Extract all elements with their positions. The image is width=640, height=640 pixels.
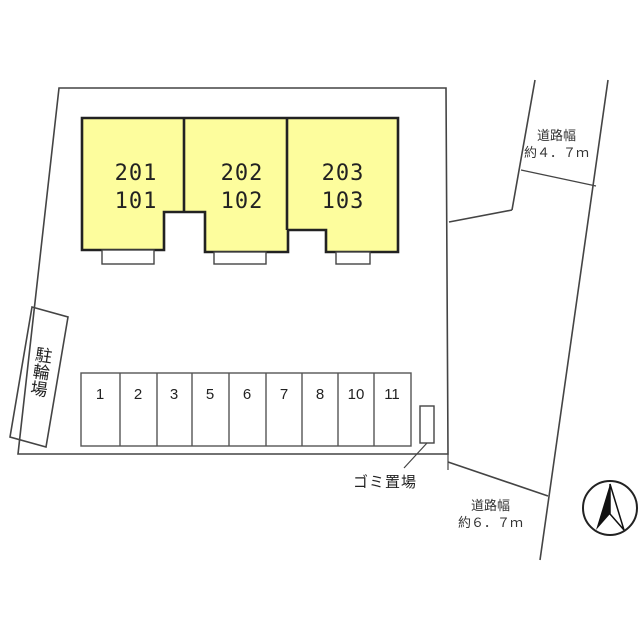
- road-width-label-lower: 道路幅 約６．７ｍ: [458, 499, 524, 531]
- road-edge-joint: [448, 209, 513, 223]
- unit-label-201-101: 201 101: [114, 161, 158, 214]
- parking-slot-number: 6: [242, 386, 252, 403]
- parking-slot-number: 3: [169, 386, 179, 403]
- bicycle-parking-area: [9, 305, 69, 449]
- road-edge-lower: [447, 461, 549, 497]
- road-width-label-upper: 道路幅 約４．７ｍ: [524, 129, 590, 161]
- parking-slot-number: 8: [315, 386, 325, 403]
- north-arrow-icon: [582, 480, 638, 536]
- parking-slot-number: 2: [133, 386, 143, 403]
- parking-slot-number: 5: [205, 386, 215, 403]
- unit-label-203-103: 203 103: [321, 161, 365, 214]
- parking-slot-number: 7: [279, 386, 289, 403]
- building: [80, 116, 400, 254]
- road-width-marker-upper: [520, 169, 597, 187]
- garbage-area-label: ゴミ置場: [353, 473, 418, 491]
- garbage-area-box: [419, 405, 435, 444]
- unit-label-202-102: 202 102: [220, 161, 264, 214]
- parking-slot-number: 11: [384, 386, 400, 403]
- parking-row: [80, 372, 412, 447]
- entrance-step: [335, 251, 371, 265]
- entrance-step: [101, 249, 155, 265]
- road-edge-upper-right: [539, 79, 609, 561]
- parking-slot-number: 1: [95, 386, 105, 403]
- garbage-leader-line: [403, 442, 428, 469]
- entrance-step: [213, 251, 267, 265]
- parking-slot-number: 10: [347, 386, 365, 403]
- road-edge-upper-left: [511, 79, 536, 211]
